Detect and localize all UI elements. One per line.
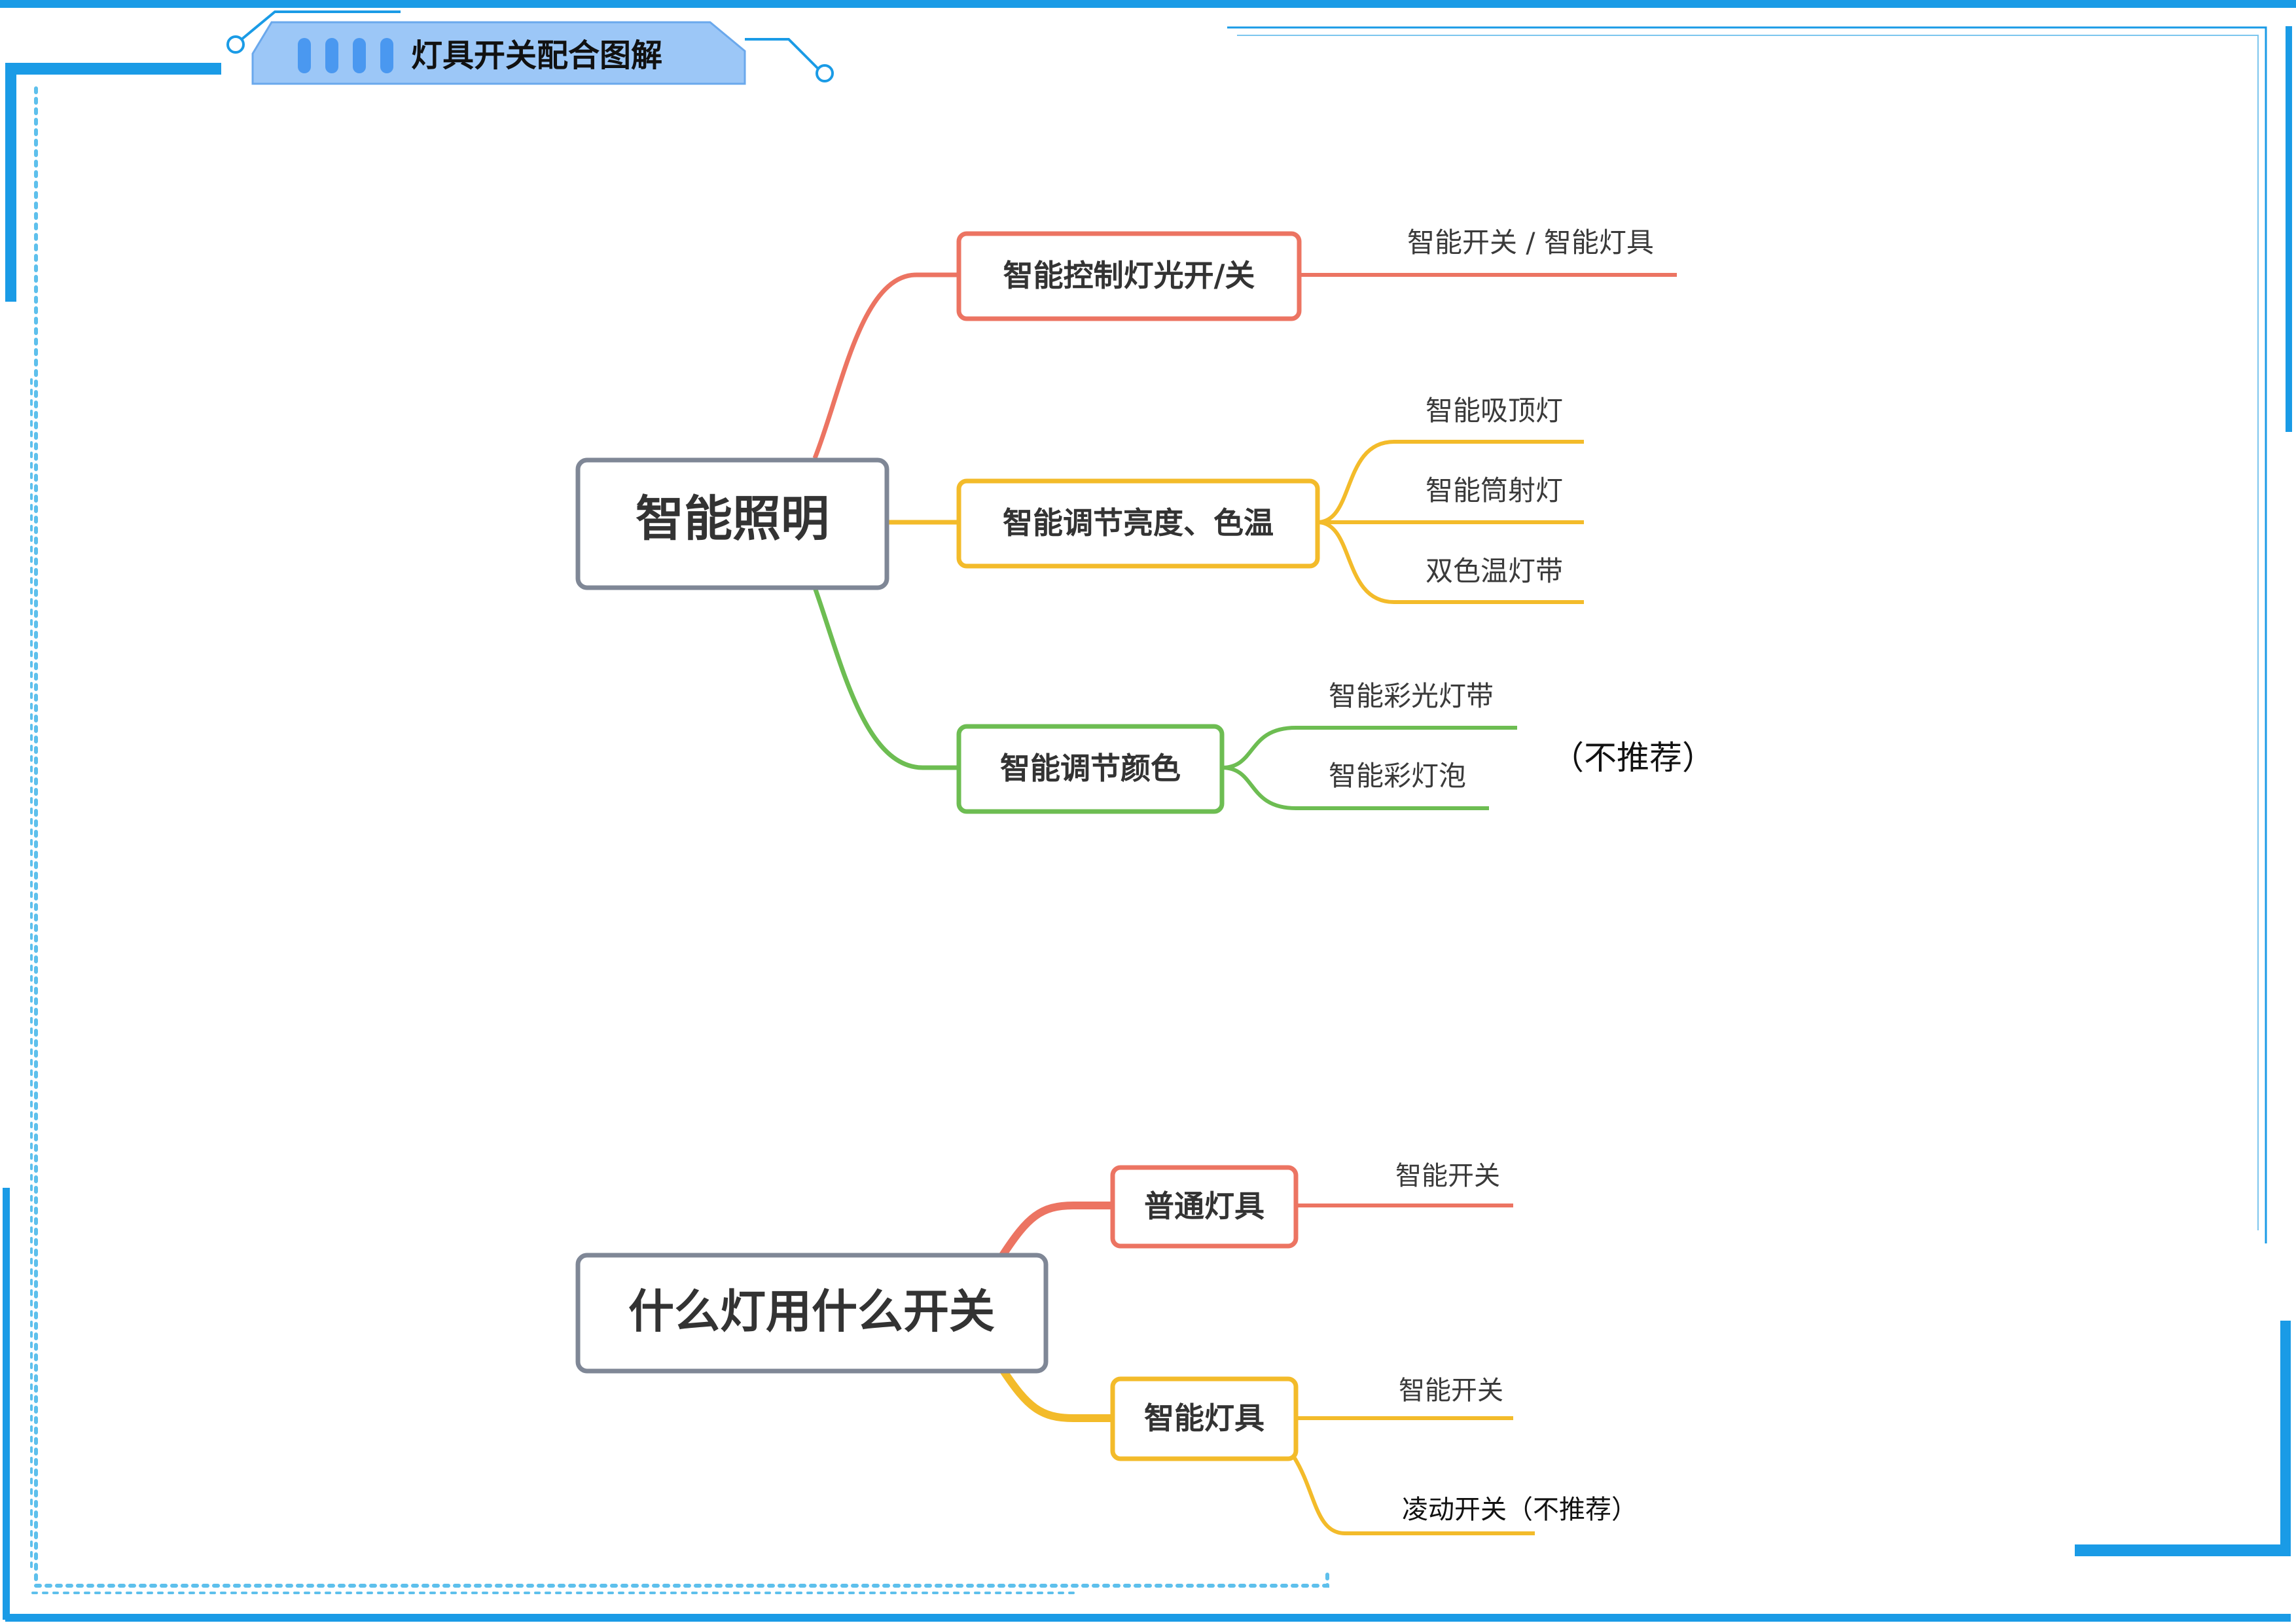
connector-root1-branch1: [812, 272, 959, 459]
root-label: 智能照明: [636, 491, 829, 547]
leaf-downlight: 智能筒射灯: [1426, 474, 1563, 507]
header-circuit-node-right: [816, 64, 834, 82]
header-tab-shape: [251, 21, 746, 85]
frame-thin-lines: [1227, 26, 2267, 1243]
branch-node-brightness: 智能调节亮度、色温: [956, 478, 1320, 569]
branch-label: 智能调节颜色: [1000, 751, 1181, 786]
header-circuit-right: [745, 38, 823, 73]
page-title: 灯具开关配合图解: [411, 37, 662, 74]
frame-left-top-v: [5, 63, 16, 302]
connector-branch2-leaf2: [1293, 1457, 1535, 1535]
branch-node-color: 智能调节颜色: [956, 724, 1225, 814]
branch-node-regular-fixture: 普通灯具: [1110, 1165, 1299, 1249]
frame-dotted-lines: [30, 86, 1329, 1594]
root-node-which-switch: 什么灯用什么开关: [575, 1253, 1049, 1374]
root-label: 什么灯用什么开关: [628, 1285, 995, 1338]
header-tab: 灯具开关配合图解: [226, 10, 834, 85]
connector-branch2-leaf3: [1317, 520, 1584, 604]
connector-root2-branch2: [999, 1367, 1113, 1422]
root-node-smart-lighting: 智能照明: [575, 457, 889, 590]
leaf-rgb-strip: 智能彩光灯带: [1329, 680, 1494, 712]
frame-left-top-h: [5, 63, 221, 75]
header-circuit-node-left: [226, 35, 245, 54]
frame-left-bottom-v: [3, 1188, 10, 1620]
leaf-smart-switch-smart: 智能开关: [1399, 1376, 1503, 1406]
branch-label: 智能控制灯光开/关: [1003, 258, 1255, 293]
branch-node-onoff: 智能控制灯光开/关: [956, 231, 1302, 321]
header-circuit-left: [236, 10, 401, 45]
branch-label: 智能调节亮度、色温: [1003, 505, 1274, 541]
frame-right-bottom-v: [2280, 1321, 2291, 1556]
leaf-rgb-bulb: 智能彩灯泡: [1329, 760, 1466, 792]
branch-node-smart-fixture: 智能灯具: [1110, 1376, 1299, 1461]
leaf-smart-switch-regular: 智能开关: [1395, 1161, 1500, 1191]
header-bars-icon: [298, 38, 393, 73]
connector-root2-branch1: [999, 1202, 1113, 1258]
frame-right-top-v: [2286, 26, 2292, 432]
connector-root1-branch3: [812, 586, 959, 770]
mindmap-2: 什么灯用什么开关 普通灯具 智能灯具 智能开关 智能开关 凌动开关（不推荐）: [575, 1161, 1638, 1535]
connector-branch3-leaf2: [1221, 766, 1489, 810]
leaf-switch-or-fixture: 智能开关 / 智能灯具: [1407, 226, 1654, 259]
leaf-lingdong-switch: 凌动开关（不推荐）: [1402, 1495, 1638, 1525]
frame-top-bar: [0, 0, 2296, 8]
note-not-recommended: （不推荐）: [1551, 739, 1715, 777]
connector-branch3-leaf1: [1221, 726, 1517, 770]
branch-label: 普通灯具: [1144, 1188, 1265, 1224]
mindmap-1: 智能照明 智能控制灯光开/关 智能调节亮度、色温 智能调节颜色 智能开关 / 智…: [575, 226, 1715, 814]
frame-bottom-bar: [5, 1614, 2291, 1622]
connector-branch2-leaf1: [1317, 440, 1584, 524]
frame-right-bottom-h: [2075, 1544, 2291, 1556]
leaf-ceiling-light: 智能吸顶灯: [1426, 395, 1563, 427]
branch-label: 智能灯具: [1144, 1400, 1265, 1436]
leaf-dual-temp-strip: 双色温灯带: [1426, 555, 1563, 587]
